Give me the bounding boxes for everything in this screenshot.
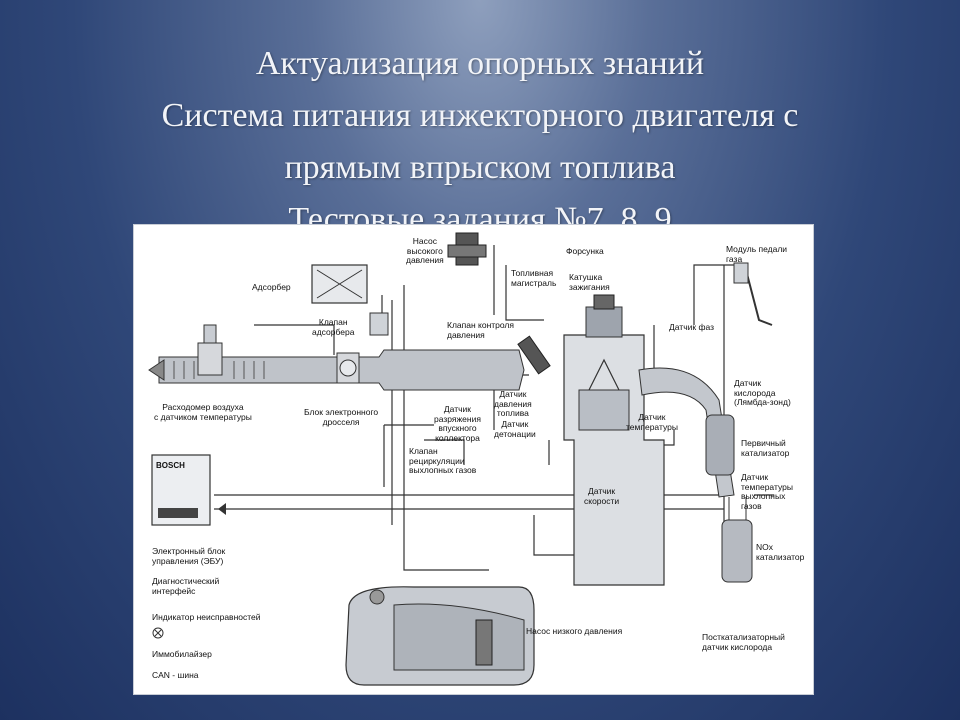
diagram-drawing: [148, 232, 774, 686]
label-phase-sensor: Датчик фаз: [669, 322, 714, 332]
slide-title: Актуализация опорных знаний Система пита…: [0, 38, 960, 246]
title-line-1: Актуализация опорных знаний: [255, 45, 705, 82]
ecu-brand: BOSCH: [156, 461, 185, 470]
label-high-pressure-pump: Насос высокого давления: [406, 236, 444, 265]
label-post-cat-sensor: Посткатализаторный датчик кислорода: [702, 632, 785, 652]
fuel-system-diagram: BOSCH Насос высокого давления Форсунка М…: [133, 224, 814, 695]
label-throttle-unit: Блок электронного дросселя: [304, 407, 379, 427]
title-line-2: Система питания инжекторного двигателя с: [161, 97, 799, 134]
title-line-3: прямым впрыском топлива: [284, 149, 676, 186]
label-low-pressure-pump: Насос низкого давления: [526, 626, 623, 636]
label-pressure-control-valve: Клапан контроля давления: [447, 320, 514, 340]
label-ignition-coil: Катушка зажигания: [569, 272, 610, 292]
label-diagnostic: Диагностический интерфейс: [152, 576, 220, 596]
label-malfunction-indicator: Индикатор неисправностей: [152, 612, 261, 622]
label-pressure-sensor: Датчик давления топлива: [494, 389, 532, 418]
label-can-bus: CAN - шина: [152, 670, 199, 680]
label-adsorber: Адсорбер: [252, 282, 291, 292]
label-nox-catalyst: NOx катализатор: [756, 542, 805, 562]
label-immobilizer: Иммобилайзер: [152, 649, 212, 659]
label-injector: Форсунка: [566, 246, 604, 256]
label-speed-sensor: Датчик скорости: [584, 486, 620, 506]
label-oxygen-sensor: Датчик кислорода (Лямбда-зонд): [734, 378, 791, 407]
label-primary-catalyst: Первичный катализатор: [741, 438, 790, 458]
label-air-flow-meter: Расходомер воздуха с датчиком температур…: [154, 402, 252, 422]
label-adsorber-valve: Клапан адсорбера: [312, 317, 355, 337]
label-pedal-module: Модуль педали газа: [726, 244, 788, 264]
label-map-sensor: Датчик разряжения впускного коллектора: [434, 404, 481, 443]
label-ecu: Электронный блок управления (ЭБУ): [152, 546, 226, 566]
label-egr-valve: Клапан рециркуляции выхлопных газов: [409, 446, 477, 475]
label-exhaust-temp-sensor: Датчик температуры выхлопных газов: [741, 472, 793, 511]
label-fuel-rail: Топливная магистраль: [511, 268, 557, 288]
label-knock-sensor: Датчик детонации: [494, 419, 536, 439]
label-temp-sensor: Датчик температуры: [626, 412, 678, 432]
